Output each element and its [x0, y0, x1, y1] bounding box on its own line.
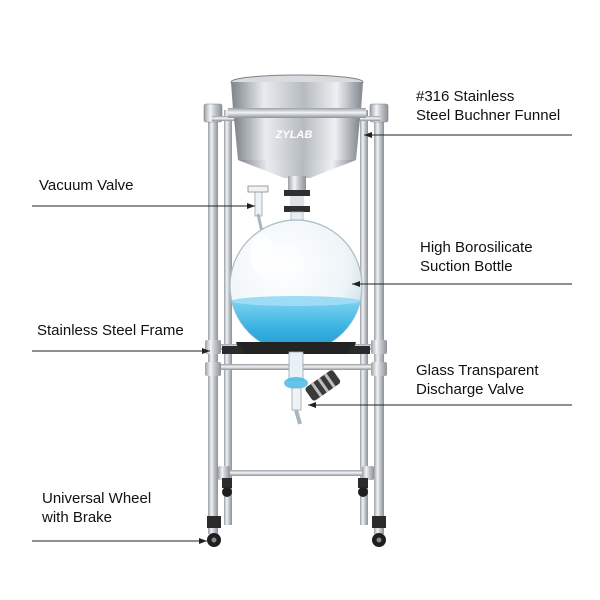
arrowhead-frame — [202, 348, 210, 354]
label-buchner-funnel: #316 Stainless Steel Buchner Funnel — [416, 87, 560, 125]
stainless-steel-frame — [203, 103, 389, 534]
label-suction-bottle: High Borosilicate Suction Bottle — [420, 238, 533, 276]
label-line: Glass Transparent — [416, 362, 539, 379]
arrowhead-vacuum — [247, 203, 255, 209]
label-line: Universal Wheel — [42, 490, 152, 507]
label-steel-frame: Stainless Steel Frame — [37, 321, 184, 340]
label-line: High Borosilicate — [420, 239, 533, 256]
arrowhead-bottle — [352, 281, 360, 287]
arrowhead-wheel — [199, 538, 207, 544]
label-line: #316 Stainless — [416, 88, 515, 105]
arrowhead-discharge — [308, 402, 316, 408]
label-line: Discharge Valve — [416, 381, 525, 398]
label-line: with Brake — [42, 509, 113, 526]
label-line: Vacuum Valve — [39, 177, 134, 194]
label-line: Stainless Steel Frame — [37, 322, 184, 339]
label-line: Suction Bottle — [420, 258, 513, 275]
leader-arrowheads — [199, 132, 372, 544]
universal-wheels — [207, 478, 386, 547]
zylab-logo: ZYLAB — [275, 129, 313, 141]
label-discharge-valve: Glass Transparent Discharge Valve — [416, 361, 539, 399]
suction-bottle — [222, 219, 370, 354]
leader-lines — [32, 134, 572, 542]
label-vacuum-valve: Vacuum Valve — [39, 176, 134, 195]
discharge-valve — [284, 351, 341, 425]
buchner-funnel — [228, 74, 366, 190]
label-line: Steel Buchner Funnel — [416, 107, 561, 124]
arrowhead-funnel — [364, 132, 372, 138]
label-universal-wheel: Universal Wheel with Brake — [42, 489, 151, 527]
